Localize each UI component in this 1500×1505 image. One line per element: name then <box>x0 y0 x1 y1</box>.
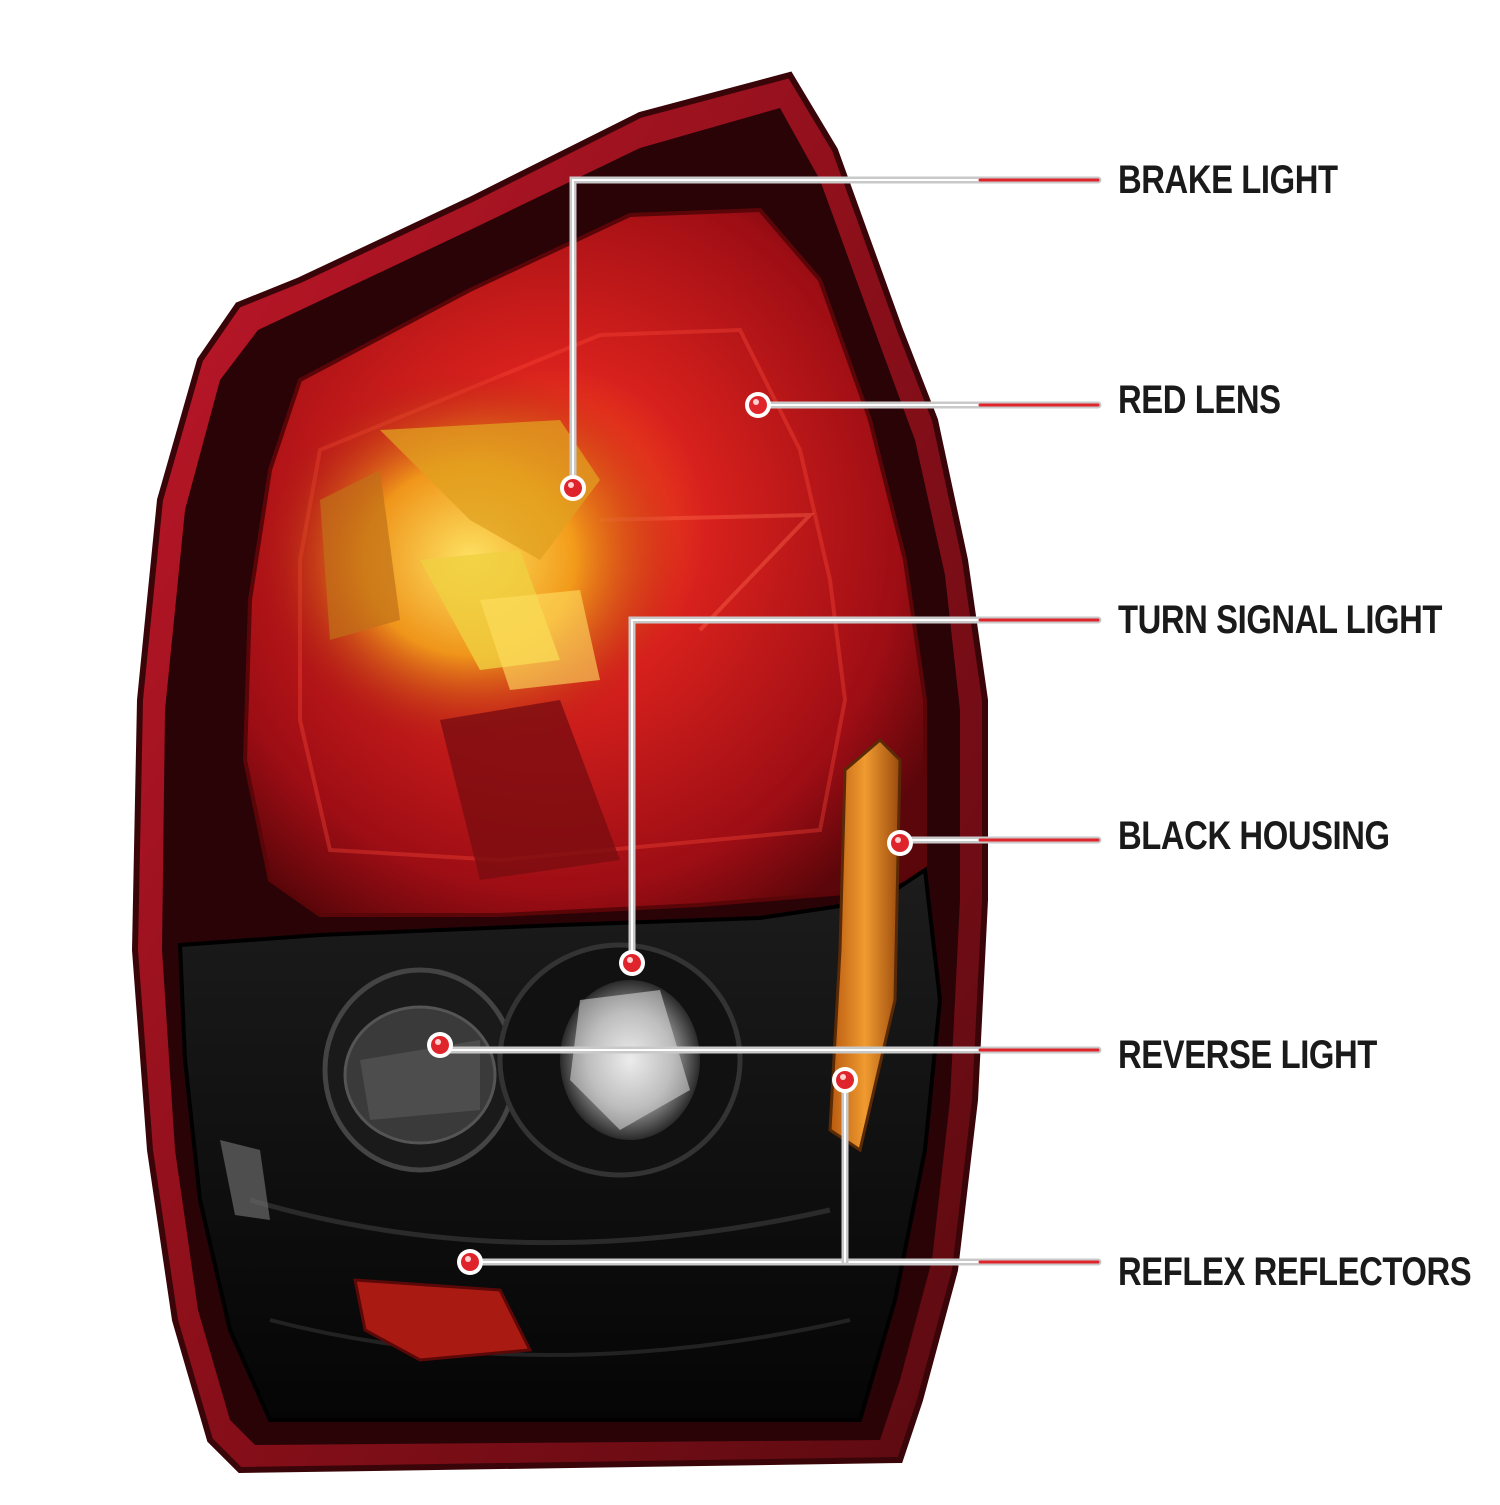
callout-label-turn-signal-light: TURN SIGNAL LIGHT <box>1118 598 1443 642</box>
lower-reflector <box>353 1278 533 1362</box>
black-housing-marker <box>887 830 913 856</box>
turn-signal-marker <box>619 950 645 976</box>
callout-label-red-lens: RED LENS <box>1118 378 1281 422</box>
callout-label-reverse-light: REVERSE LIGHT <box>1118 1033 1377 1077</box>
callout-label-black-housing: BLACK HOUSING <box>1118 814 1390 858</box>
red-lens-marker <box>745 392 771 418</box>
reflex-reflector-marker-lower <box>457 1249 483 1275</box>
brake-light-marker <box>560 475 586 501</box>
reverse-light-marker <box>427 1032 453 1058</box>
callout-label-brake-light: BRAKE LIGHT <box>1118 158 1338 202</box>
callout-label-reflex-reflectors: REFLEX REFLECTORS <box>1118 1250 1472 1294</box>
reflex-reflector-marker-upper <box>832 1067 858 1093</box>
